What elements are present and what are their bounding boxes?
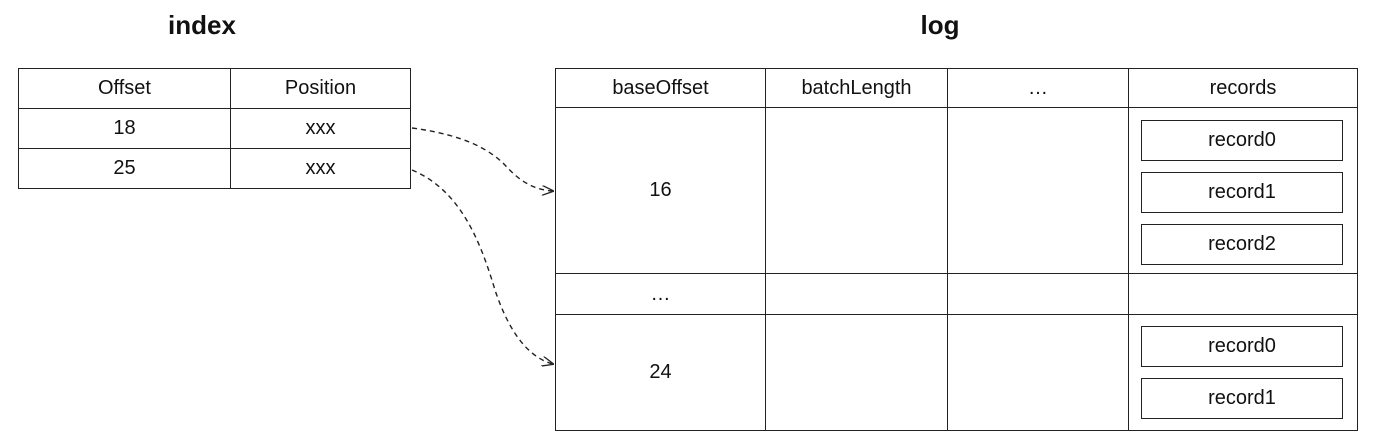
index-row-2-offset: 25 xyxy=(18,148,231,189)
log-title: log xyxy=(920,10,960,40)
index-header-offset: Offset xyxy=(18,68,231,109)
index-header-position: Position xyxy=(230,68,411,109)
record-box: record0 xyxy=(1141,326,1343,367)
index-title: index xyxy=(168,10,236,40)
log-batch-1-ellipsis xyxy=(947,107,1129,274)
index-row-1-position: xxx xyxy=(230,108,411,149)
log-header-baseoffset: baseOffset xyxy=(555,68,766,108)
record-box: record0 xyxy=(1141,120,1343,161)
arrow-offset-25 xyxy=(411,169,553,364)
log-batch-2-ellipsis xyxy=(947,273,1129,315)
arrow-offset-18 xyxy=(411,127,553,191)
log-header-batchlength: batchLength xyxy=(765,68,948,108)
log-batch-3-batchlength xyxy=(765,314,948,431)
index-row-2-position: xxx xyxy=(230,148,411,189)
log-batch-2-batchlength xyxy=(765,273,948,315)
record-box: record2 xyxy=(1141,224,1343,265)
log-batch-1-batchlength xyxy=(765,107,948,274)
log-header-ellipsis: … xyxy=(947,68,1129,108)
record-box: record1 xyxy=(1141,378,1343,419)
log-batch-2-records xyxy=(1128,273,1358,315)
log-batch-2-baseoffset: … xyxy=(555,273,766,315)
log-batch-3-baseoffset: 24 xyxy=(555,314,766,431)
index-row-1-offset: 18 xyxy=(18,108,231,149)
log-batch-3-ellipsis xyxy=(947,314,1129,431)
log-batch-1-baseoffset: 16 xyxy=(555,107,766,274)
log-header-records: records xyxy=(1128,68,1358,108)
record-box: record1 xyxy=(1141,172,1343,213)
